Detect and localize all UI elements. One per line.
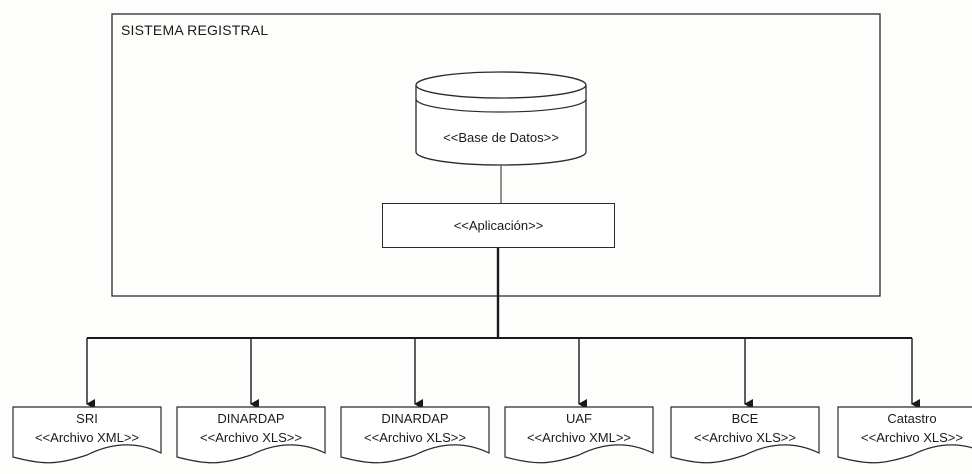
output-document-shape (504, 406, 654, 464)
output-entity: SRI (76, 411, 98, 426)
output-file-type: <<Archivo XLS>> (364, 430, 466, 445)
database-label: <<Base de Datos>> (443, 130, 559, 145)
output-document-label: SRI <<Archivo XML>> (12, 409, 162, 447)
output-document-label: BCE <<Archivo XLS>> (670, 409, 820, 447)
output-entity: BCE (731, 411, 759, 426)
system-boundary (111, 13, 881, 297)
output-document-label: UAF <<Archivo XML>> (504, 409, 654, 447)
output-entity: DINARDAP (217, 411, 285, 426)
application-box: <<Aplicación>> (382, 203, 615, 248)
output-file-type: <<Archivo XML>> (526, 430, 632, 445)
output-document-shape (837, 406, 972, 464)
output-document-label: DINARDAP <<Archivo XLS>> (176, 409, 326, 447)
application-label: <<Aplicación>> (453, 218, 544, 233)
system-title: SISTEMA REGISTRAL (121, 22, 269, 38)
output-document-label: Catastro <<Archivo XLS>> (837, 409, 972, 447)
output-entity: DINARDAP (381, 411, 449, 426)
output-file-type: <<Archivo XLS>> (694, 430, 796, 445)
output-document-label: DINARDAP <<Archivo XLS>> (340, 409, 490, 447)
output-document-shape (176, 406, 326, 464)
output-file-type: <<Archivo XLS>> (861, 430, 963, 445)
output-entity: Catastro (887, 411, 937, 426)
output-file-type: <<Archivo XLS>> (200, 430, 302, 445)
output-document-shape (340, 406, 490, 464)
output-entity: UAF (566, 411, 592, 426)
output-document-shape (12, 406, 162, 464)
output-file-type: <<Archivo XML>> (34, 430, 140, 445)
output-document-shape (670, 406, 820, 464)
database-cylinder (415, 71, 587, 166)
